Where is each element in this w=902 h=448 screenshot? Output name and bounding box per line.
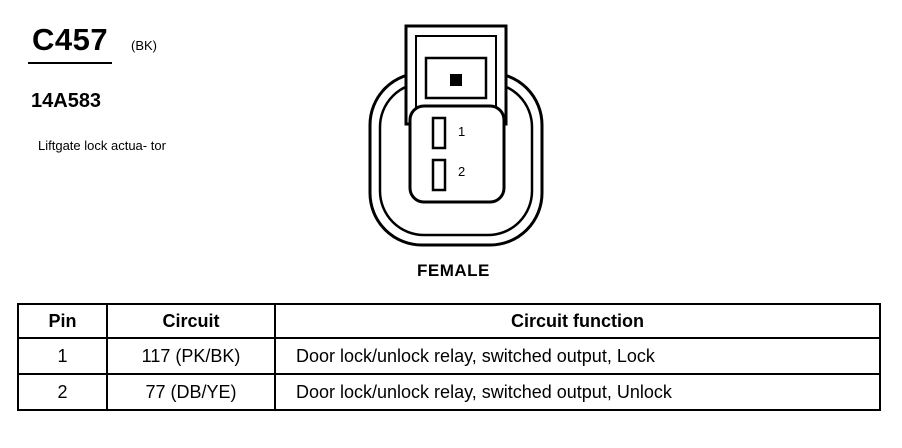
cell-circuit: 77 (DB/YE) — [106, 373, 276, 411]
cell-function: Door lock/unlock relay, switched output,… — [274, 337, 881, 375]
cell-function: Door lock/unlock relay, switched output,… — [274, 373, 881, 411]
header-circuit-function: Circuit function — [274, 303, 881, 339]
cell-pin: 2 — [17, 373, 108, 411]
connector-id: C457 — [32, 22, 109, 57]
cell-circuit: 117 (PK/BK) — [106, 337, 276, 375]
connector-gender: FEMALE — [417, 261, 490, 280]
table-header-row: Pin Circuit Circuit function — [17, 303, 881, 339]
connector-color-code: (BK) — [131, 38, 157, 53]
title-underline — [28, 62, 112, 64]
header-pin: Pin — [17, 303, 108, 339]
connector-description: Liftgate lock actua- tor — [38, 138, 166, 153]
pin-cavity-2 — [431, 158, 447, 192]
header-circuit: Circuit — [106, 303, 276, 339]
table-row: 2 77 (DB/YE) Door lock/unlock relay, swi… — [17, 373, 881, 411]
part-number: 14A583 — [31, 90, 102, 112]
pin-label-2: 2 — [458, 164, 465, 179]
connector-face-diagram: 1 2 — [368, 24, 544, 247]
pinout-table: Pin Circuit Circuit function 1 117 (PK/B… — [17, 303, 881, 411]
table-row: 1 117 (PK/BK) Door lock/unlock relay, sw… — [17, 337, 881, 375]
cell-pin: 1 — [17, 337, 108, 375]
pin-cavity-1 — [431, 116, 447, 150]
pin-label-1: 1 — [458, 124, 465, 139]
